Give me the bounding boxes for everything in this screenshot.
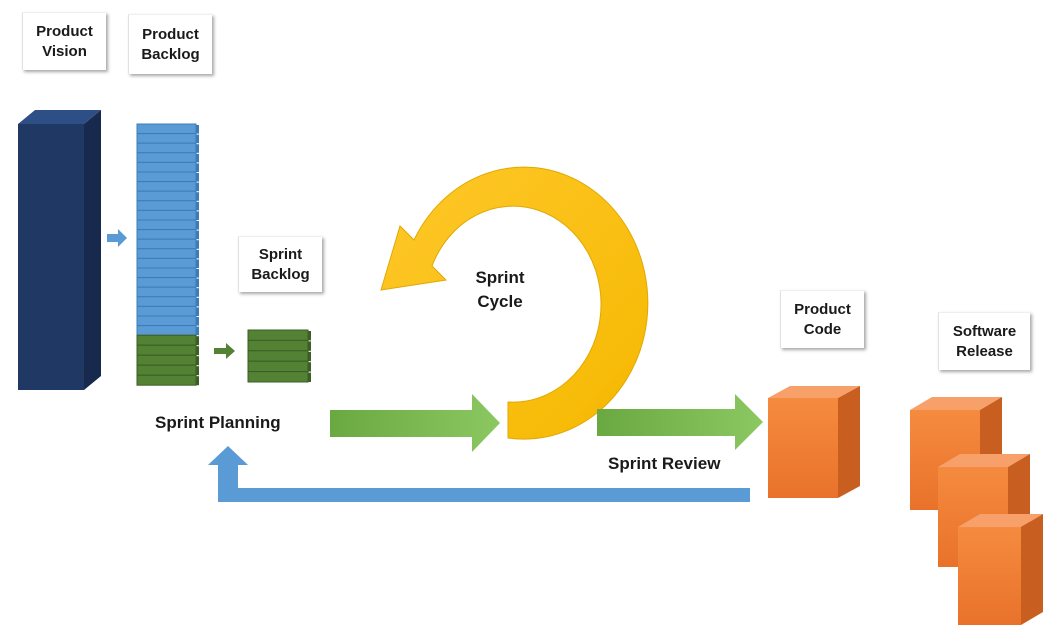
product-backlog-stack (136, 123, 199, 386)
backlog-item-green-side (196, 376, 199, 386)
backlog-item-green (136, 364, 197, 376)
backlog-item-green (136, 354, 197, 366)
backlog-item-blue (136, 257, 197, 269)
product-code-cube (768, 386, 860, 498)
backlog-item-blue-side (196, 163, 199, 172)
backlog-item-blue-side (196, 326, 199, 336)
planning-to-cycle-arrow (330, 394, 500, 452)
backlog-item-blue-side (196, 288, 199, 297)
backlog-item-green-side (196, 366, 199, 376)
product-code-label: Product Code (780, 290, 864, 348)
product-vision-label: Product Vision (22, 12, 106, 70)
backlog-item-blue (136, 209, 197, 221)
backlog-item-green (136, 334, 197, 346)
sprint-cycle-arrow (380, 166, 649, 440)
backlog-item-green (136, 344, 197, 356)
sprint-backlog-item-side (308, 351, 311, 362)
backlog-item-blue (136, 325, 197, 336)
sprint-backlog-item (247, 360, 309, 373)
backlog-item-blue-side (196, 307, 199, 316)
backlog-item-blue-side (196, 230, 199, 240)
backlog-item-blue (136, 296, 197, 307)
backlog-item-blue (136, 171, 197, 183)
sprint-backlog-item (247, 350, 309, 362)
cycle-to-code-arrow (597, 394, 763, 450)
backlog-item-blue (136, 229, 197, 240)
backlog-item-blue (136, 152, 197, 163)
backlog-item-blue (136, 133, 197, 144)
sprint-backlog-item (247, 329, 309, 341)
backlog-item-blue-side (196, 240, 199, 249)
backlog-item-blue-side (196, 201, 199, 211)
backlog-item-blue-side (196, 134, 199, 144)
backlog-item-green-side (196, 346, 199, 356)
feedback-arrow (208, 446, 750, 502)
product-backlog-label: Product Backlog (128, 14, 212, 74)
product-code-line-1: Product (794, 300, 851, 318)
sprint-backlog-line-1: Sprint (258, 245, 303, 263)
product-backlog-line-1: Product (142, 25, 199, 43)
backlog-item-blue-side (196, 153, 199, 163)
backlog-item-green-side (196, 356, 199, 366)
backlog-item-blue-side (196, 269, 199, 278)
software-release-label: Software Release (938, 312, 1030, 370)
software-release-line-2: Release (956, 342, 1013, 360)
software-release-line-1: Software (952, 322, 1017, 340)
sprint-planning-label: Sprint Planning (155, 413, 281, 432)
backlog-item-blue (136, 200, 197, 211)
product-backlog-line-2: Backlog (141, 45, 200, 63)
backlog-item-blue-side (196, 249, 199, 259)
sprint-backlog-item-side (308, 372, 311, 382)
backlog-item-blue (136, 142, 197, 154)
backlog-item-blue (136, 181, 197, 192)
backlog-item-blue (136, 123, 197, 135)
product-vision-line-1: Product (36, 22, 93, 40)
sprint-backlog-item (247, 339, 309, 352)
product-code-line-2: Code (803, 320, 842, 338)
backlog-item-blue (136, 219, 197, 231)
backlog-item-blue (136, 315, 197, 327)
backlog-item-blue-side (196, 182, 199, 192)
backlog-item-blue-side (196, 278, 199, 288)
product-vision-line-2: Vision (42, 42, 87, 60)
backlog-item-green-side (196, 336, 199, 346)
backlog-item-green (136, 374, 197, 386)
backlog-item-blue-side (196, 173, 199, 182)
backlog-item-blue-side (196, 221, 199, 230)
sprint-backlog-stack (247, 329, 311, 383)
backlog-item-blue-side (196, 192, 199, 201)
sprint-backlog-label: Sprint Backlog (238, 236, 322, 292)
backlog-item-blue-side (196, 259, 199, 268)
sprint-cycle-line-2: Cycle (477, 292, 523, 311)
vision-to-backlog-arrow (107, 229, 127, 247)
sprint-backlog-item (247, 371, 309, 383)
sprint-backlog-line-2: Backlog (251, 265, 310, 283)
backlog-item-blue (136, 277, 197, 288)
backlog-item-blue (136, 267, 197, 279)
backlog-item-blue-side (196, 125, 199, 134)
backlog-item-blue-side (196, 211, 199, 220)
sprint-backlog-item-side (308, 341, 311, 351)
backlog-to-sprint-arrow (214, 343, 235, 359)
backlog-item-blue-side (196, 317, 199, 326)
sprint-cycle-label: Sprint Cycle (458, 266, 542, 314)
sprint-cycle-line-1: Sprint (475, 268, 525, 287)
backlog-item-blue (136, 190, 197, 202)
backlog-item-blue (136, 161, 197, 173)
software-release-cube-3 (958, 514, 1043, 625)
product-vision-block (18, 110, 101, 390)
backlog-item-blue (136, 305, 197, 317)
sprint-backlog-item-side (308, 331, 311, 341)
backlog-item-blue (136, 286, 197, 298)
backlog-item-blue-side (196, 297, 199, 307)
sprint-review-label: Sprint Review (608, 454, 721, 473)
sprint-backlog-item-side (308, 362, 311, 372)
backlog-item-blue-side (196, 144, 199, 153)
backlog-item-blue (136, 238, 197, 250)
backlog-item-blue (136, 248, 197, 259)
